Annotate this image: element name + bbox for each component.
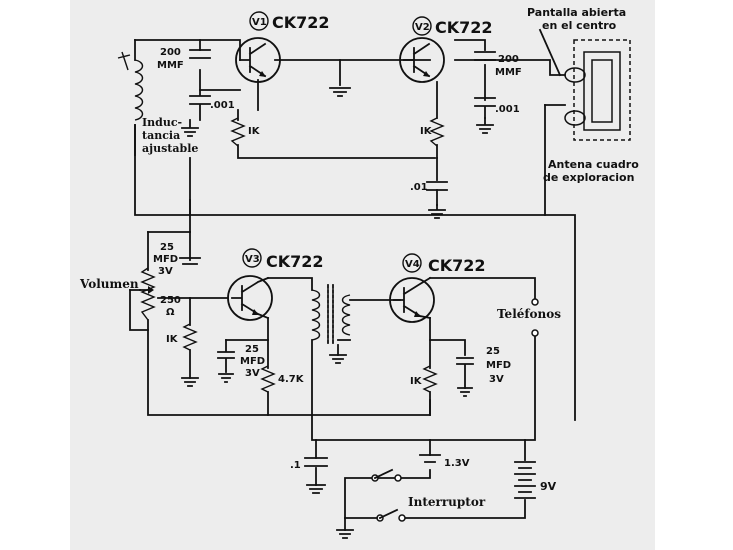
ground-symbol bbox=[181, 377, 199, 387]
capacitor-c2 bbox=[474, 51, 496, 119]
adjustable-inductor bbox=[117, 51, 144, 121]
r2-value: IK bbox=[420, 126, 433, 137]
c1-value-a: 200 bbox=[160, 47, 181, 58]
v1-model: CK722 bbox=[272, 13, 330, 32]
v2-tag: V2 bbox=[415, 22, 430, 33]
c7-value-c: 3V bbox=[245, 368, 260, 379]
switch-interruptor bbox=[344, 468, 406, 522]
ground-symbol bbox=[329, 87, 351, 97]
v3-tag: V3 bbox=[245, 254, 260, 265]
c8-value-b: MFD bbox=[486, 360, 511, 371]
c8-value-a: 25 bbox=[486, 346, 500, 357]
v4-model: CK722 bbox=[428, 256, 486, 275]
c2-value-a: 200 bbox=[498, 54, 519, 65]
v3-model: CK722 bbox=[266, 252, 324, 271]
c5-value: .01 bbox=[410, 182, 428, 193]
c6-value-a: 25 bbox=[160, 242, 174, 253]
loop-label-line1: Antena cuadro bbox=[548, 158, 639, 171]
loop-label-line2: de exploracion bbox=[543, 171, 634, 184]
battery-1-3v bbox=[419, 454, 441, 463]
inductor-label-line1: Induc- bbox=[142, 116, 182, 129]
capacitor-c9 bbox=[304, 457, 328, 494]
transistor-v1 bbox=[235, 37, 281, 83]
r4-value: 4.7K bbox=[278, 374, 305, 385]
v3-badge bbox=[242, 248, 262, 268]
v4-badge bbox=[402, 253, 422, 273]
phones-terminals bbox=[531, 298, 539, 337]
c6-value-c: 3V bbox=[158, 266, 173, 277]
resistor-r5 bbox=[422, 365, 438, 393]
capacitor-c8 bbox=[456, 357, 474, 397]
transistor-v2 bbox=[399, 37, 445, 83]
c9-value: .1 bbox=[290, 460, 301, 471]
v2-model: CK722 bbox=[435, 18, 493, 37]
ground-symbol bbox=[476, 117, 494, 134]
volume-potentiometer bbox=[139, 267, 156, 321]
switch-label: Interruptor bbox=[408, 495, 486, 509]
c7-value-b: MFD bbox=[240, 356, 265, 367]
c6-value-b: MFD bbox=[153, 254, 178, 265]
ground-symbol bbox=[336, 529, 354, 539]
capacitor-c7 bbox=[217, 339, 235, 383]
resistor-r1 bbox=[230, 117, 246, 147]
v4-tag: V4 bbox=[405, 259, 420, 270]
transistor-v4 bbox=[389, 276, 435, 323]
c8-value-c: 3V bbox=[489, 374, 504, 385]
v1-badge bbox=[249, 11, 269, 31]
capacitor-c6 bbox=[179, 257, 201, 265]
battery-9v bbox=[514, 461, 536, 499]
resistor-r2 bbox=[429, 117, 445, 147]
c3-value: .001 bbox=[210, 100, 235, 111]
v2-badge bbox=[412, 16, 432, 36]
resistor-r4 bbox=[260, 365, 276, 393]
battery-1-3v-value: 1.3V bbox=[444, 458, 470, 469]
c2-value-b: MMF bbox=[495, 67, 522, 78]
schematic-paper bbox=[70, 0, 655, 550]
r1-value: IK bbox=[248, 126, 261, 137]
capacitor-c1 bbox=[189, 49, 211, 121]
r5-value: IK bbox=[410, 376, 423, 387]
shield-label-line1: Pantalla abierta bbox=[527, 6, 626, 19]
volume-label: Volumen bbox=[79, 277, 139, 291]
inductor-label-line2: tancia bbox=[142, 129, 180, 142]
pot-value-a: 250 bbox=[160, 295, 181, 306]
r3-value: IK bbox=[166, 334, 179, 345]
resistor-r3 bbox=[182, 323, 198, 351]
c1-value-b: MMF bbox=[157, 60, 184, 71]
phones-label: Teléfonos bbox=[497, 307, 561, 321]
rf-stage-wiring bbox=[134, 39, 576, 421]
v1-tag: V1 bbox=[252, 17, 267, 28]
inductor-label-line3: ajustable bbox=[142, 142, 198, 155]
audio-stage-wiring bbox=[129, 231, 536, 531]
battery-9v-value: 9V bbox=[540, 480, 557, 493]
ground-symbol bbox=[428, 204, 446, 219]
transistor-v3 bbox=[227, 275, 273, 321]
pot-value-b: Ω bbox=[166, 307, 175, 318]
c7-value-a: 25 bbox=[245, 344, 259, 355]
loop-antenna bbox=[538, 28, 631, 141]
capacitor-c5 bbox=[426, 181, 448, 191]
shield-label-line2: en el centro bbox=[542, 19, 617, 32]
audio-transformer bbox=[311, 284, 351, 364]
ground-symbol bbox=[181, 119, 199, 137]
c4-value: .001 bbox=[495, 104, 520, 115]
